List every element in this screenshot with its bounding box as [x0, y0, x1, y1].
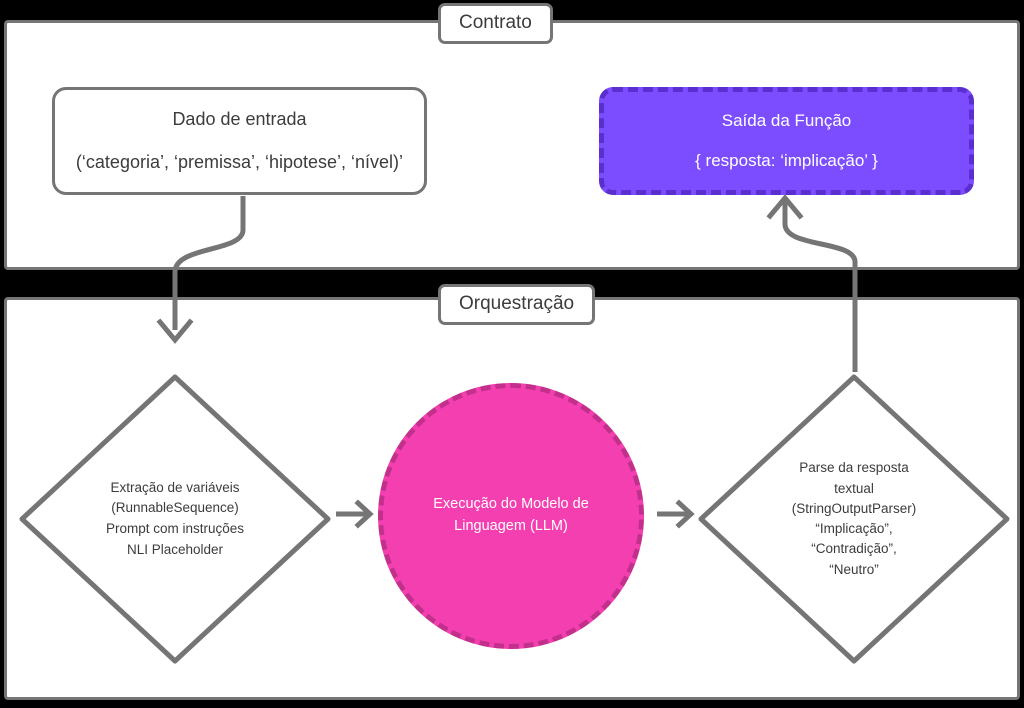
panel-label-orquestracao-text: Orquestração [459, 293, 575, 314]
llm-line-1: Execução do Modelo de [433, 496, 589, 513]
node-output-payload: { resposta: ‘implicação’ } [695, 151, 878, 170]
llm-line-2: Linguagem (LLM) [454, 518, 568, 534]
parser-line-3: (StringOutputParser) [791, 500, 917, 516]
extraction-line-1: Extração de variáveis [110, 479, 240, 495]
node-execucao-llm[interactable]: Execução do Modelo de Linguagem (LLM) [378, 383, 644, 649]
extraction-line-4: NLI Placeholder [126, 541, 224, 557]
panel-label-contrato: Contrato [438, 3, 553, 44]
diamond-shape-left [19, 374, 331, 664]
parser-line-2: textual [834, 480, 874, 496]
panel-label-orquestracao: Orquestração [438, 284, 596, 325]
diamond-shape-right [698, 374, 1010, 664]
node-input-signature: (‘categoria’, ‘premissa’, ‘hipotese’, ‘n… [75, 152, 404, 172]
parser-line-4: “Implicação”, [815, 521, 893, 536]
parser-line-1: Parse da resposta [799, 460, 909, 476]
parser-line-5: “Contradição”, [811, 541, 897, 557]
parser-line-6: “Neutro” [829, 561, 879, 577]
node-input-title: Dado de entrada [172, 109, 307, 129]
extraction-line-3: Prompt com instruções [105, 521, 245, 536]
node-parser-text: Parse da resposta textual (StringOutputP… [697, 373, 1011, 665]
node-parse-da-resposta[interactable]: Parse da resposta textual (StringOutputP… [697, 373, 1011, 665]
extraction-line-2: (RunnableSequence) [111, 500, 239, 516]
node-output-title: Saída da Função [721, 111, 852, 130]
panel-label-contrato-text: Contrato [459, 12, 532, 33]
node-saida-da-funcao[interactable]: Saída da Função { resposta: ‘implicação’… [599, 87, 974, 195]
node-extracao-de-variaveis[interactable]: Extração de variáveis (RunnableSequence)… [18, 373, 332, 665]
node-extracao-text: Extração de variáveis (RunnableSequence)… [18, 373, 332, 665]
node-dado-de-entrada[interactable]: Dado de entrada (‘categoria’, ‘premissa’… [52, 87, 427, 195]
